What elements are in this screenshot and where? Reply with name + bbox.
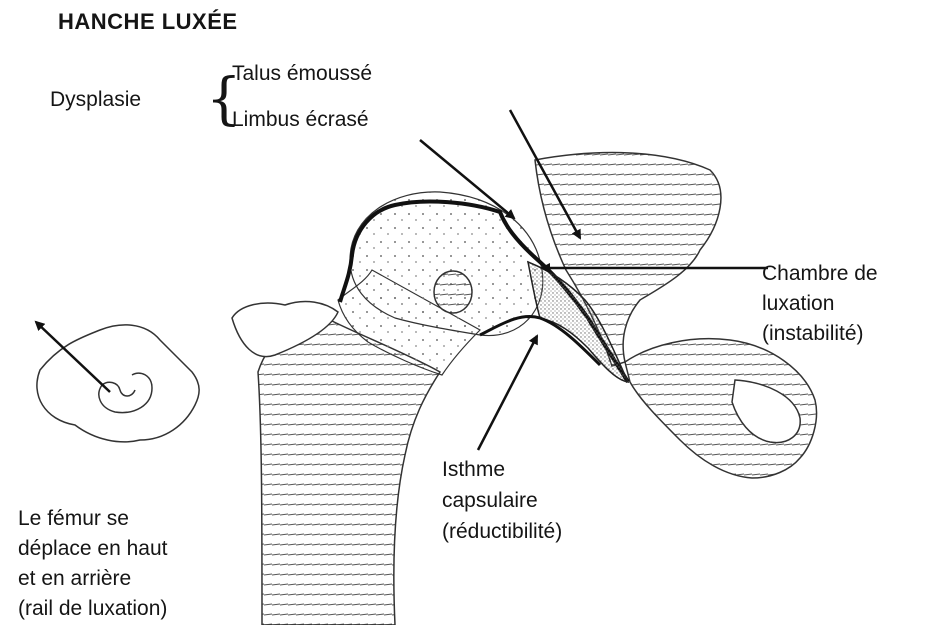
femur-motion-line-1: Le fémur se xyxy=(18,507,129,531)
isthmus-label-line-3: (réductibilité) xyxy=(442,520,562,544)
arrow-femur-displacement xyxy=(36,322,110,392)
diagram-title: HANCHE LUXÉE xyxy=(58,10,238,34)
femur-rail-schematic xyxy=(37,325,199,442)
arrow-isthmus xyxy=(478,336,537,450)
chamber-label-line-3: (instabilité) xyxy=(762,322,864,346)
femur-motion-line-2: déplace en haut xyxy=(18,537,167,561)
isthmus-label-line-2: capsulaire xyxy=(442,489,538,513)
chamber-label-line-2: luxation xyxy=(762,292,834,316)
dysplasia-label: Dysplasie xyxy=(50,88,141,112)
chamber-label-line-1: Chambre de xyxy=(762,262,878,286)
talus-label: Talus émoussé xyxy=(232,62,372,86)
femoral-head-schematic xyxy=(99,373,152,412)
iliac-bone xyxy=(535,153,721,366)
isthmus-label-line-1: Isthme xyxy=(442,458,505,482)
femur-motion-line-4: (rail de luxation) xyxy=(18,597,167,621)
fovea xyxy=(434,271,472,313)
femur-motion-line-3: et en arrière xyxy=(18,567,131,591)
limbus-label: Limbus écrasé xyxy=(232,108,369,132)
femoral-shaft xyxy=(258,320,440,625)
